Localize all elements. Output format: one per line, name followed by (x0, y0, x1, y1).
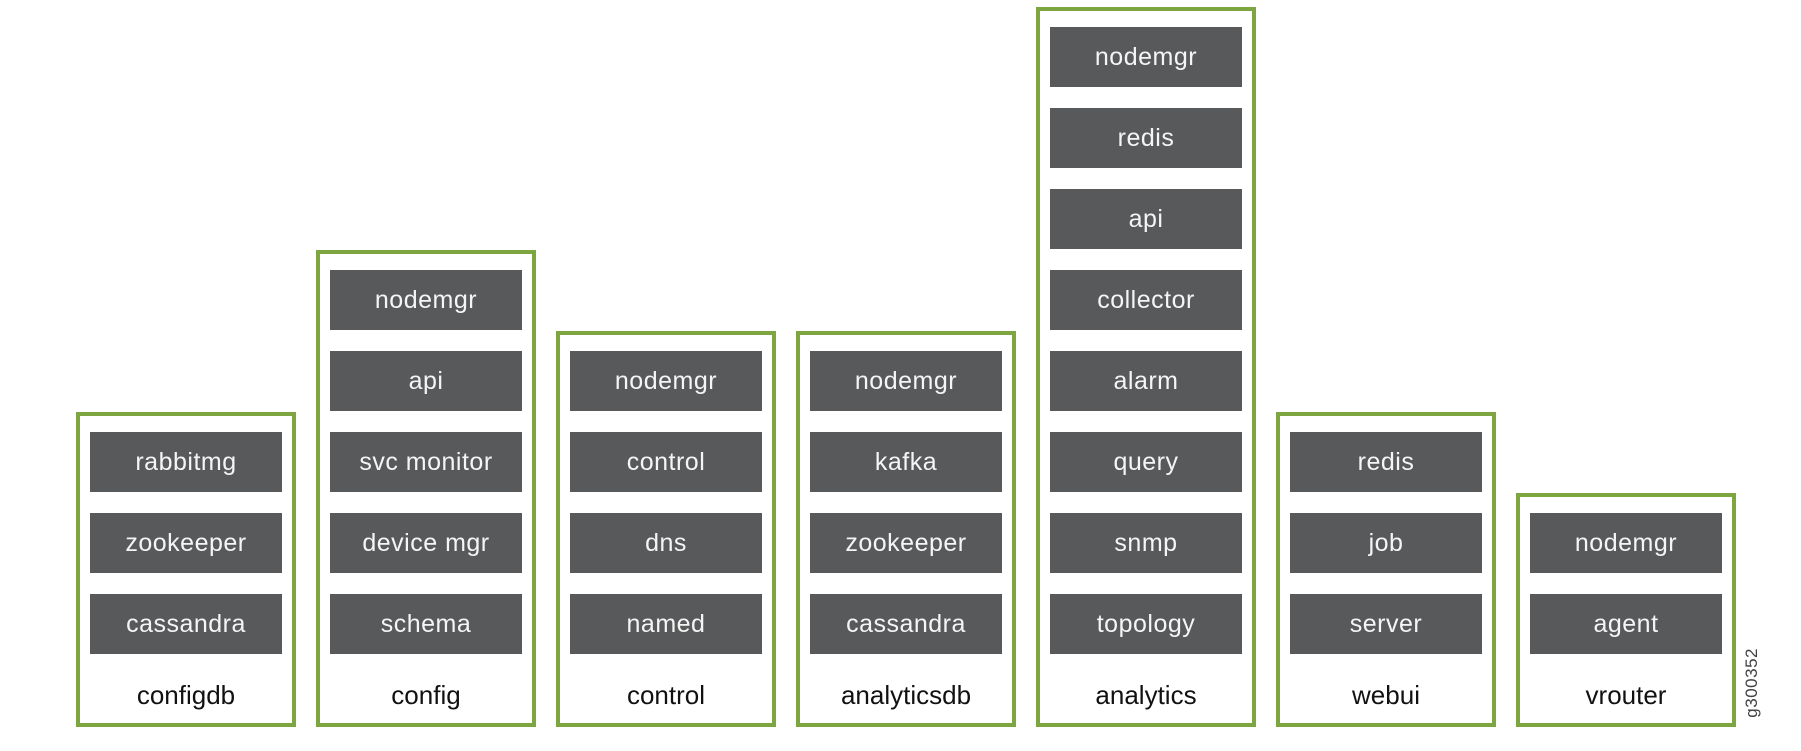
service-block-snmp: snmp (1050, 513, 1242, 573)
pod-label-webui: webui (1352, 679, 1420, 710)
pod-vrouter: nodemgr agent vrouter (1516, 493, 1736, 727)
service-block-rabbitmg: rabbitmg (90, 432, 282, 492)
service-block-collector: collector (1050, 270, 1242, 330)
service-block-device-mgr: device mgr (330, 513, 522, 573)
service-block-server: server (1290, 594, 1482, 654)
pods-row: rabbitmg zookeeper cassandra configdb nodemg… (76, 7, 1736, 727)
service-block-agent: agent (1530, 594, 1722, 654)
pod-control: nodemgr control dns named control (556, 331, 776, 727)
service-block-alarm: alarm (1050, 351, 1242, 411)
service-block-zookeeper: zookeeper (810, 513, 1002, 573)
pod-label-config: config (391, 679, 461, 710)
service-block-control: control (570, 432, 762, 492)
service-block-cassandra: cassandra (90, 594, 282, 654)
service-block-api: api (330, 351, 522, 411)
pod-label-configdb: configdb (136, 679, 236, 710)
service-block-job: job (1290, 513, 1482, 573)
service-block-nodemgr: nodemgr (570, 351, 762, 411)
service-block-nodemgr: nodemgr (1530, 513, 1722, 573)
service-block-dns: dns (570, 513, 762, 573)
service-block-nodemgr: nodemgr (810, 351, 1002, 411)
service-block-named: named (570, 594, 762, 654)
pod-label-analytics: analytics (1095, 679, 1197, 710)
service-block-redis: redis (1290, 432, 1482, 492)
service-block-zookeeper: zookeeper (90, 513, 282, 573)
pod-configdb: rabbitmg zookeeper cassandra configdb (76, 412, 296, 727)
pod-webui: redis job server webui (1276, 412, 1496, 727)
service-block-schema: schema (330, 594, 522, 654)
service-block-api: api (1050, 189, 1242, 249)
service-block-nodemgr: nodemgr (1050, 27, 1242, 87)
service-block-nodemgr: nodemgr (330, 270, 522, 330)
service-block-svc-monitor: svc monitor (330, 432, 522, 492)
pod-analytics: nodemgr redis api collector alarm query snmp to… (1036, 7, 1256, 727)
service-block-topology: topology (1050, 594, 1242, 654)
pod-label-vrouter: vrouter (1585, 679, 1667, 710)
service-block-cassandra: cassandra (810, 594, 1002, 654)
pod-analyticsdb: nodemgr kafka zookeeper cassandra analyticsd… (796, 331, 1016, 727)
pod-config: nodemgr api svc monitor device mgr schema con… (316, 250, 536, 727)
service-block-redis: redis (1050, 108, 1242, 168)
figure-id-label: g300352 (1742, 648, 1761, 718)
service-block-kafka: kafka (810, 432, 1002, 492)
service-block-query: query (1050, 432, 1242, 492)
pod-label-control: control (626, 679, 706, 710)
pod-label-analyticsdb: analyticsdb (840, 679, 972, 710)
